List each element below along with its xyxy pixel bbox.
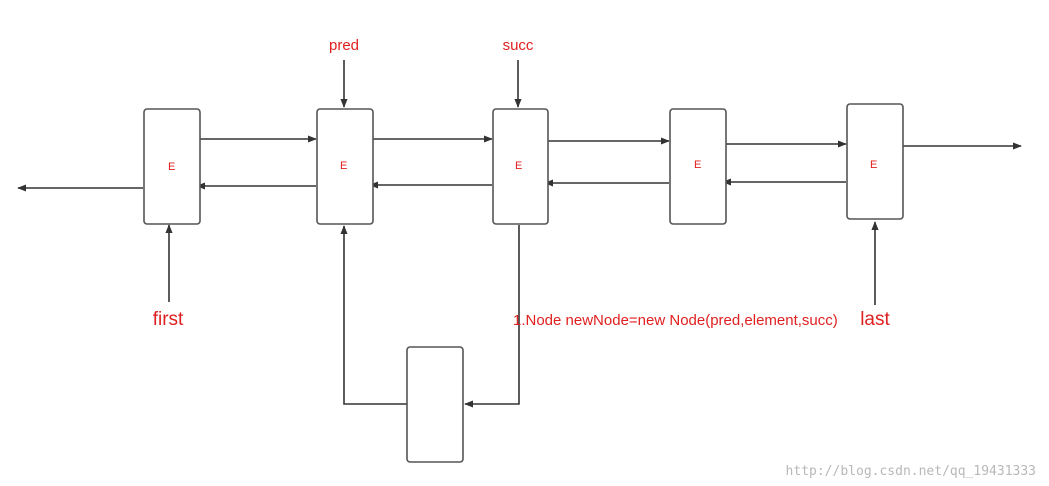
node-label: E [694, 159, 701, 171]
node-label: E [168, 161, 175, 173]
first-label: first [153, 309, 184, 330]
next-links [200, 135, 1022, 150]
node-1: E [143, 108, 201, 225]
prev-links [17, 178, 846, 192]
node-label: E [870, 159, 877, 171]
succ-to-new-node-link [464, 225, 520, 408]
node-3-succ: E [492, 108, 549, 225]
node-box [316, 108, 374, 225]
step-annotation: 1.Node newNode=new Node(pred,element,suc… [513, 312, 838, 329]
node-5: E [846, 103, 904, 220]
node-2-pred: E [316, 108, 374, 225]
node-label: E [340, 160, 347, 172]
node-box [846, 103, 904, 220]
node-box [492, 108, 549, 225]
last-label: last [860, 309, 890, 330]
succ-label: succ [503, 37, 534, 54]
pointer-arrows [165, 60, 879, 408]
node-4: E [669, 108, 727, 225]
node-box [669, 108, 727, 225]
node-label: E [515, 160, 522, 172]
node-box [406, 346, 464, 463]
new-node-to-pred-link [340, 225, 407, 405]
new-node [406, 346, 464, 463]
node-box [143, 108, 201, 225]
pred-label: pred [329, 37, 359, 54]
watermark: http://blog.csdn.net/qq_19431333 [786, 464, 1036, 479]
